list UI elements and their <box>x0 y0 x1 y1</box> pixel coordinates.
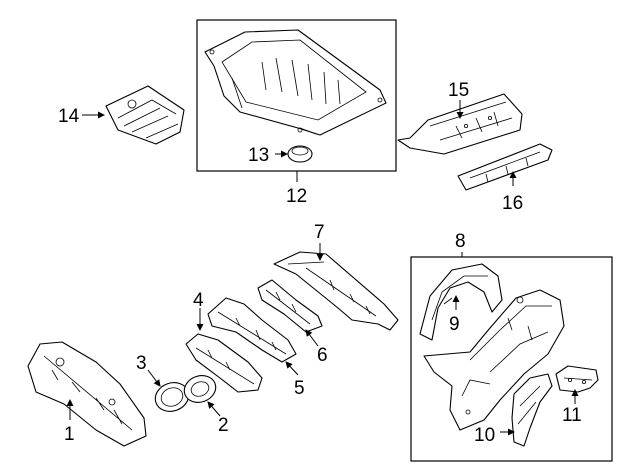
callout-14: 14 <box>58 106 80 127</box>
group-box-8 <box>410 256 613 462</box>
callout-15: 15 <box>448 80 469 101</box>
part-13-plug[interactable] <box>287 145 313 163</box>
part-2-plug[interactable] <box>181 371 220 406</box>
part-9-wheelhouse-arch[interactable] <box>419 263 503 341</box>
callout-4: 4 <box>193 290 204 311</box>
part-10-extension[interactable] <box>511 373 553 447</box>
callout-6: 6 <box>317 345 328 366</box>
part-15-rail[interactable] <box>397 93 523 155</box>
callout-1: 1 <box>64 424 75 445</box>
callout-16: 16 <box>502 193 523 214</box>
leader-3 <box>147 369 161 387</box>
leader-5 <box>285 361 299 376</box>
part-8-wheelhouse-panel[interactable] <box>423 289 565 431</box>
part-14-tray[interactable] <box>105 85 185 145</box>
callout-2: 2 <box>218 415 229 436</box>
leader-6 <box>305 329 319 347</box>
part-11-bracket[interactable] <box>555 365 599 393</box>
callout-7: 7 <box>314 222 325 243</box>
callout-9: 9 <box>449 314 460 335</box>
callout-12: 12 <box>286 186 307 207</box>
callout-11: 11 <box>562 405 582 426</box>
callout-3: 3 <box>136 353 147 374</box>
part-4-floor-pan[interactable] <box>185 333 263 393</box>
part-1-rear-panel[interactable] <box>27 341 147 447</box>
leader-2 <box>207 401 221 417</box>
part-6-cross-panel[interactable] <box>257 279 323 333</box>
part-7-crossmember[interactable] <box>273 251 399 331</box>
part-5-floor-section[interactable] <box>207 297 297 363</box>
part-12-spare-wheel-well[interactable] <box>204 29 387 136</box>
part-16-bracket[interactable] <box>457 143 553 191</box>
callout-5: 5 <box>294 378 305 399</box>
callout-13: 13 <box>248 145 269 166</box>
callout-8: 8 <box>455 231 466 252</box>
callout-10: 10 <box>474 425 495 446</box>
